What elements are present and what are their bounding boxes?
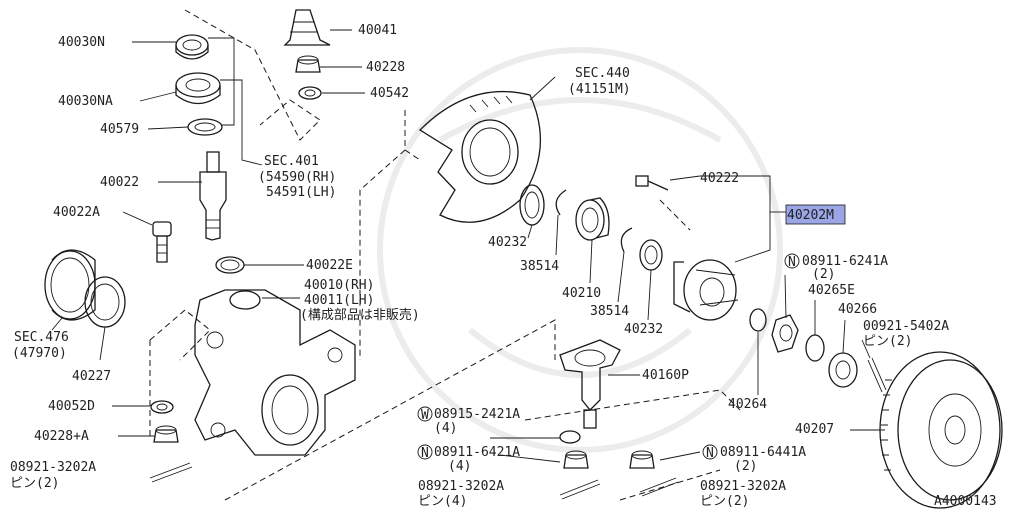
bearing-40030NA [175,72,221,105]
nut-code-marker-1: N [417,444,433,461]
washer-code-letter: W [421,408,429,423]
label-washer-no: 08915-2421A [434,407,520,422]
label-38514-outer: 38514 [590,304,629,319]
diagram-id: A4000143 [934,494,997,509]
label-40030NA: 40030NA [58,94,113,109]
label-40022A: 40022A [53,205,100,220]
label-sec401: SEC.401 [264,154,319,169]
label-40228: 40228 [366,60,405,75]
washer-08915-2421A [559,430,581,444]
label-40210: 40210 [562,286,601,301]
bolt-40022A [152,221,172,263]
dust-cover-sec476 [44,249,96,321]
label-nut3-no: 08911-6241A [802,254,888,269]
pin-08921-3202A-right [639,477,679,497]
leader-lines [51,29,885,463]
nut-08911-6421A [563,450,589,469]
snap-ring-38514-inner [555,189,567,216]
bearing-40210 [575,197,610,241]
washer-code-marker: W [417,406,433,423]
ball-joint-40160P [559,339,621,429]
label-nut2-qty: (2) [734,459,757,474]
label-40542: 40542 [370,86,409,101]
label-40227: 40227 [72,369,111,384]
boot-40041 [283,9,331,46]
label-pin-mid-qty: ピン(4) [418,494,467,509]
pin-08921-3202A-left [149,462,193,483]
pin-08921-3202A-mid [559,479,601,500]
label-40030N: 40030N [58,35,105,50]
label-sec401-lh: 54591(LH) [266,185,336,200]
label-not-sold-note: (構成部品は非販売) [300,307,420,323]
label-40207: 40207 [795,422,834,437]
nut-08911-6241A [771,314,799,353]
label-40228A: 40228+A [34,429,89,444]
washer-40022E [215,256,245,274]
label-pin-left-qty: ピン(2) [10,476,59,491]
label-40579: 40579 [100,122,139,137]
label-pin-mid-no: 08921-3202A [418,479,504,494]
pin-00921-5402A [867,357,887,393]
washer-40264 [749,308,767,332]
label-40052D: 40052D [48,399,95,414]
label-nut2-no: 08911-6441A [720,445,806,460]
hub-bolt-40222 [635,175,669,191]
label-40160P: 40160P [642,368,689,383]
nut-40228A [153,425,179,443]
nut-40228 [295,55,321,73]
nut-code-letter-2: N [706,446,714,461]
label-nut3-qty: (2) [812,267,835,282]
hub-40202M [673,259,739,321]
label-40022: 40022 [100,175,139,190]
seal-40232-inner [519,184,545,226]
label-sec476-sub: (47970) [12,346,67,361]
label-pin-left-no: 08921-3202A [10,460,96,475]
seal-40579 [187,118,223,136]
label-pin-right-qty: ピン(2) [700,494,749,509]
label-40232-outer: 40232 [624,322,663,337]
washer-40265E [805,334,825,362]
part-labels: 40030N 40030NA 40579 40022 40022A SEC.40… [10,23,997,509]
label-40202M: 40202M [787,208,834,223]
label-sec440-sub: (41151M) [568,82,631,97]
snap-ring-38514-outer [620,227,633,253]
nut-code-marker-3: N [784,253,800,270]
label-40266: 40266 [838,302,877,317]
backing-plate-sec440 [418,90,541,223]
label-pin-right-no: 08921-3202A [700,479,786,494]
highlight-40202M [785,204,846,225]
nut-code-marker-2: N [702,444,718,461]
label-40022E: 40022E [306,258,353,273]
label-sec476: SEC.476 [14,330,69,345]
washer-40542 [298,86,322,100]
label-38514-inner: 38514 [520,259,559,274]
label-40041: 40041 [358,23,397,38]
seal-40227 [84,276,126,328]
label-sec440: SEC.440 [575,66,630,81]
label-40222: 40222 [700,171,739,186]
rotor-40207 [879,351,1003,509]
label-pin-far-qty: ピン(2) [863,334,912,349]
nut-code-letter-1: N [421,446,429,461]
label-40265E: 40265E [808,283,855,298]
knuckle-40010 [194,289,356,456]
cap-40266 [828,352,858,388]
label-washer-qty: (4) [434,421,457,436]
bearing-40030N [175,34,209,60]
label-nut1-no: 08911-6421A [434,445,520,460]
label-40232-inner: 40232 [488,235,527,250]
nut-08911-6441A [629,450,655,469]
nut-code-letter-3: N [788,255,796,270]
seal-40232-outer [639,239,663,271]
label-40264: 40264 [728,397,767,412]
watermark-emblem [377,47,783,453]
washer-40052D [150,400,174,414]
label-pin-far-no: 00921-5402A [863,319,949,334]
kingpin-40022 [199,151,227,241]
label-40011: 40011(LH) [304,293,374,308]
label-40010: 40010(RH) [304,278,374,293]
label-sec401-rh: (54590(RH) [258,170,336,185]
label-nut1-qty: (4) [448,459,471,474]
